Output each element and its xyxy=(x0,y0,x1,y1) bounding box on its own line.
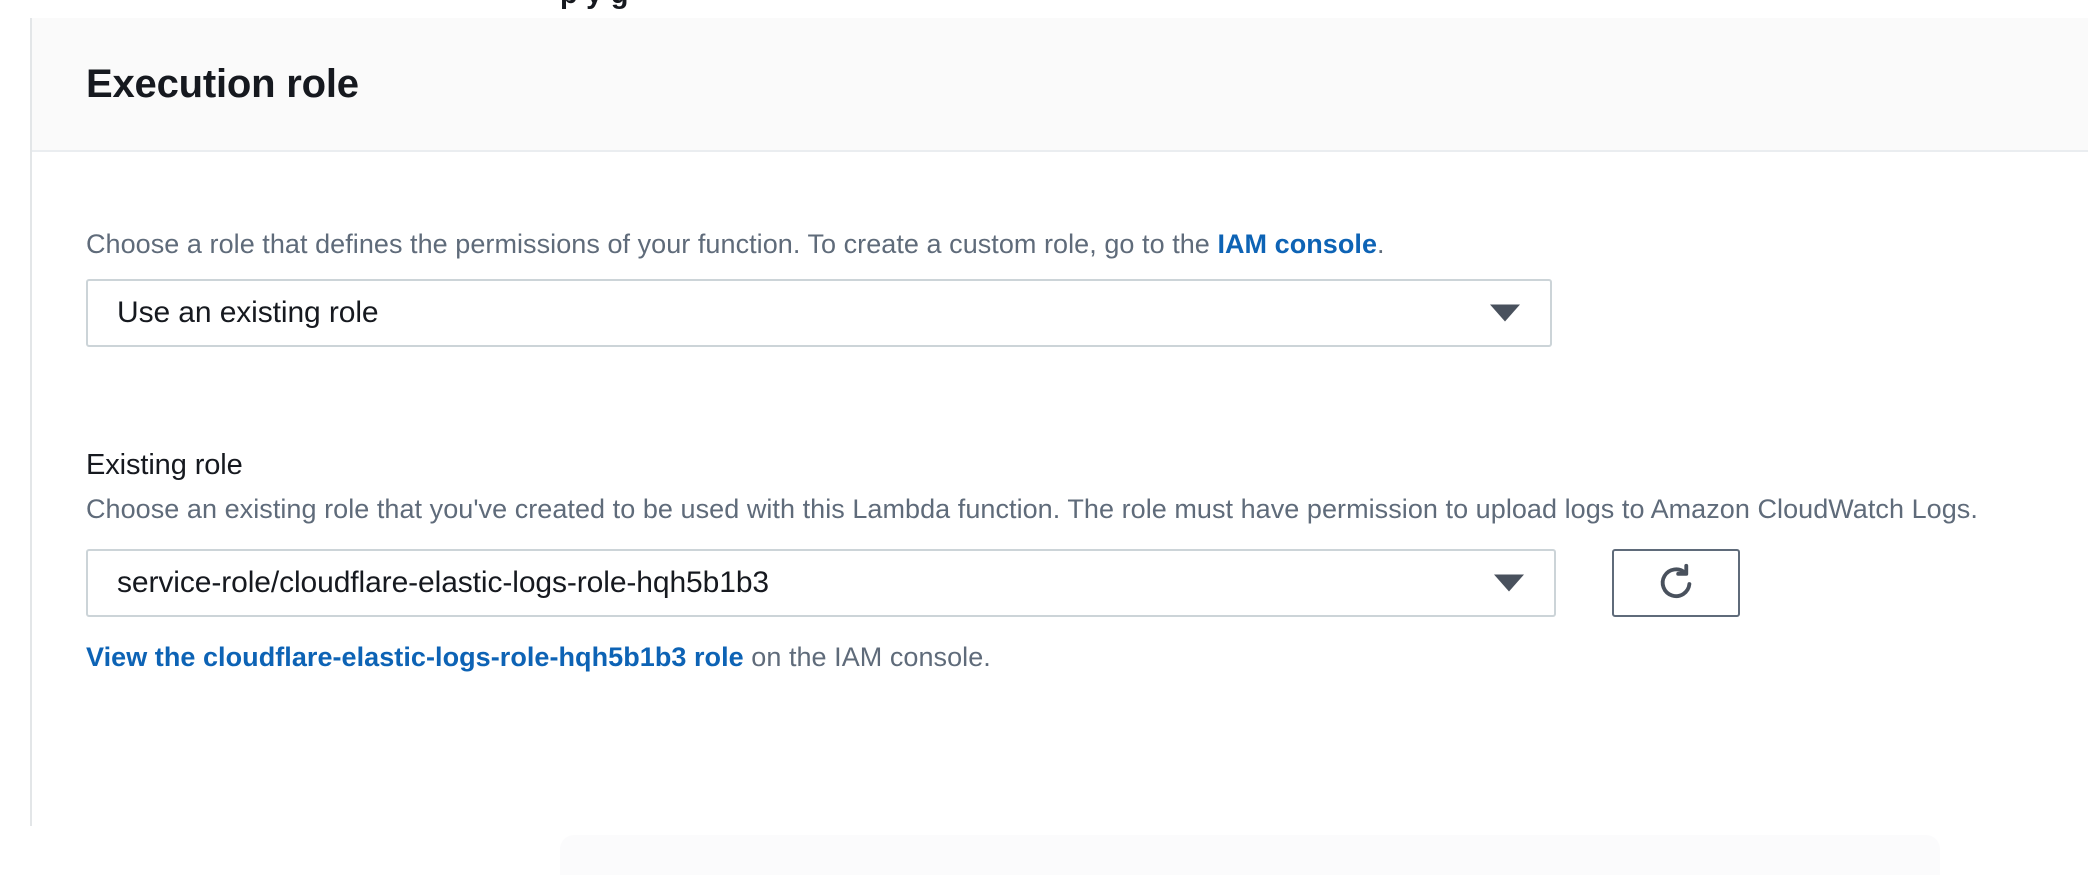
execution-role-panel: Execution role Choose a role that define… xyxy=(30,18,2088,826)
role-type-description: Choose a role that defines the permissio… xyxy=(86,152,2088,263)
role-type-select-value: Use an existing role xyxy=(117,296,379,330)
existing-role-select-value: service-role/cloudflare-elastic-logs-rol… xyxy=(117,565,769,599)
existing-role-row: service-role/cloudflare-elastic-logs-rol… xyxy=(86,548,2088,617)
existing-role-field-group: Existing role Choose an existing role th… xyxy=(86,347,2088,675)
page-title: Execution role xyxy=(86,62,359,106)
chevron-down-icon xyxy=(1494,574,1524,592)
existing-role-description: Choose an existing role that you've crea… xyxy=(86,493,1978,524)
panel-body: Choose a role that defines the permissio… xyxy=(32,152,2088,675)
iam-console-link[interactable]: IAM console xyxy=(1217,229,1378,259)
next-card-peek xyxy=(560,835,1940,875)
chevron-down-icon xyxy=(1490,304,1520,322)
clipped-text-fragment: p y g xyxy=(560,0,629,11)
view-role-link[interactable]: View the cloudflare-elastic-logs-role-hq… xyxy=(86,641,744,672)
role-type-select[interactable]: Use an existing role xyxy=(86,279,1552,348)
view-role-suffix: on the IAM console. xyxy=(743,641,991,672)
clipped-text-above: p y g xyxy=(0,0,2088,12)
panel-header: Execution role xyxy=(32,18,2088,152)
refresh-roles-button[interactable] xyxy=(1612,548,1740,617)
role-type-description-prefix: Choose a role that defines the permissio… xyxy=(86,229,1218,259)
refresh-icon xyxy=(1660,563,1692,598)
existing-role-label: Existing role xyxy=(86,449,243,482)
role-type-description-suffix: . xyxy=(1377,229,1385,259)
view-role-line: View the cloudflare-elastic-logs-role-hq… xyxy=(86,640,2088,675)
existing-role-select[interactable]: service-role/cloudflare-elastic-logs-rol… xyxy=(86,548,1556,617)
